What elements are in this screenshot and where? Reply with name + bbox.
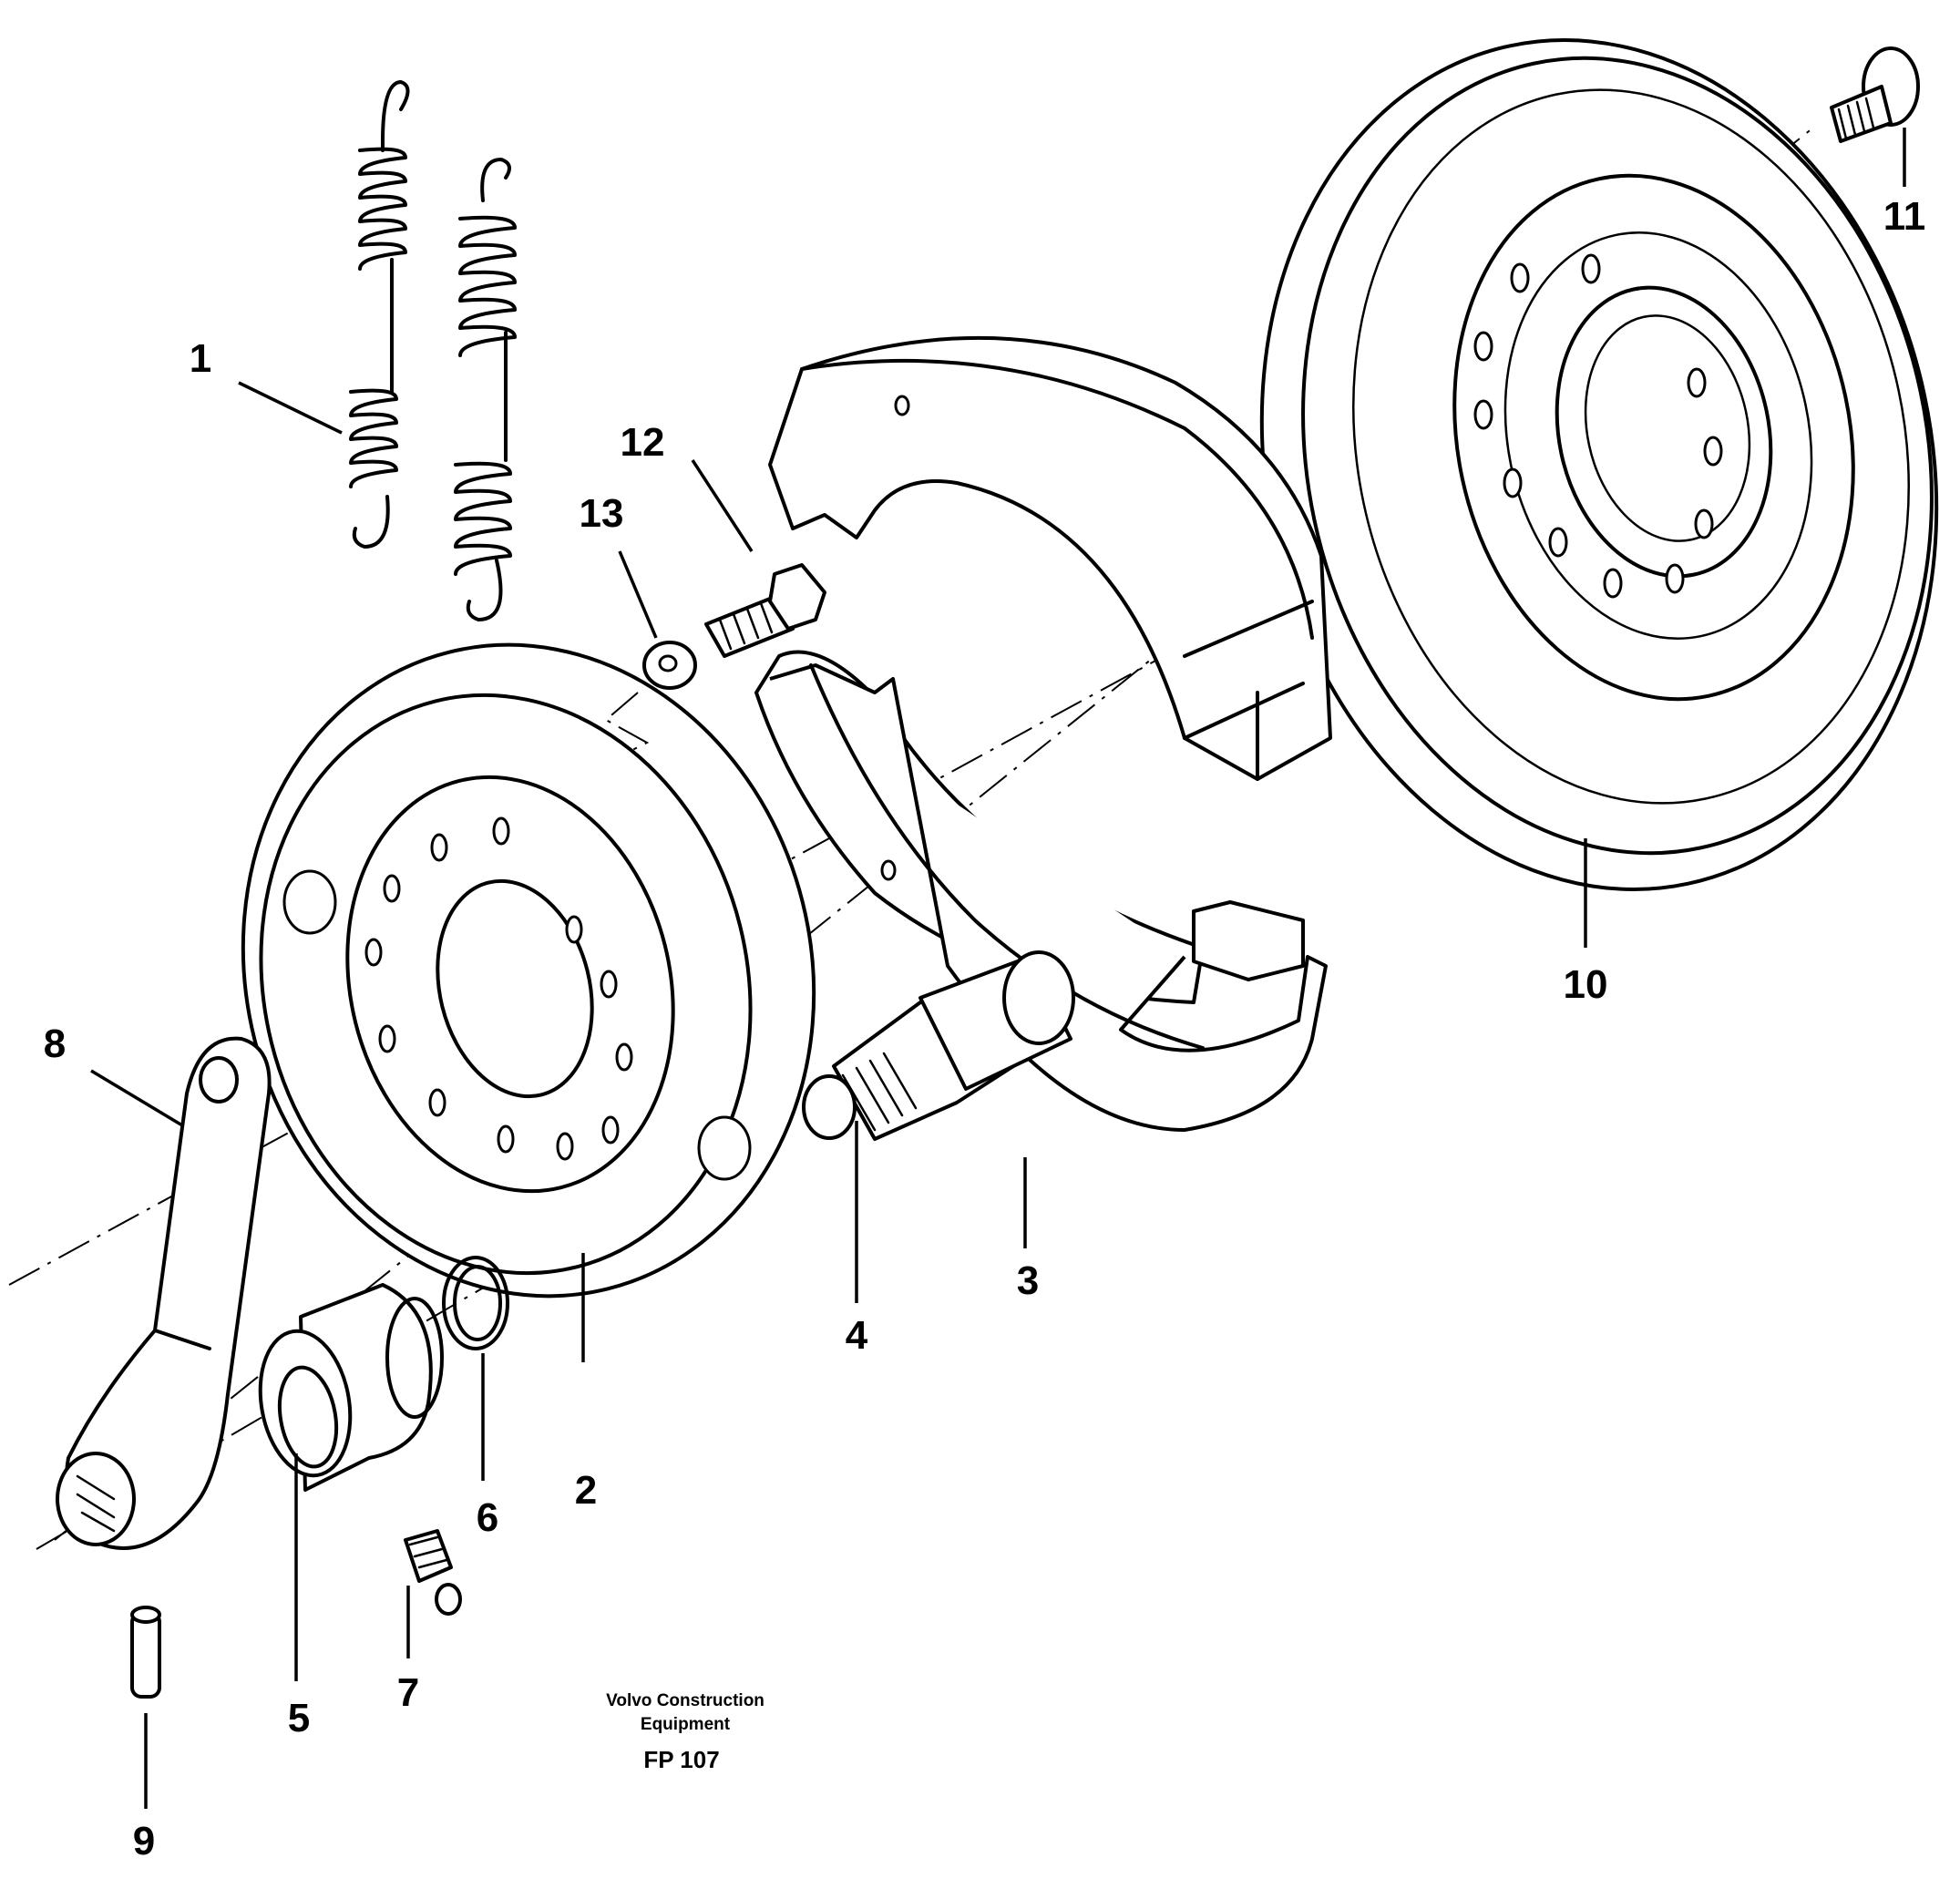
callout-8: 8 [44, 1021, 66, 1066]
callout-13: 13 [580, 491, 624, 536]
callout-2: 2 [575, 1468, 597, 1513]
credit-line-2: Equipment [641, 1715, 731, 1734]
callout-5: 5 [288, 1696, 310, 1740]
brake-shoe-lower [754, 650, 1328, 1132]
return-spring-right [454, 158, 517, 621]
callout-1: 1 [190, 336, 211, 381]
callout-7: 7 [397, 1670, 419, 1715]
drum-bolt-holes [1473, 253, 1723, 599]
grease-nipple [404, 1529, 462, 1616]
brake-lever [56, 1036, 272, 1550]
plate-bolt-holes [364, 816, 633, 1161]
o-ring [442, 1256, 509, 1350]
callout-12: 12 [621, 420, 665, 465]
brake-shoe-upper [768, 335, 1332, 781]
brake-cam [802, 950, 1075, 1141]
leader-lines [90, 128, 1906, 1809]
callout-6: 6 [477, 1495, 498, 1540]
washer-axis [604, 692, 650, 753]
drum-screw [1830, 46, 1920, 143]
credit-block: Volvo Construction Equipment FP 107 [606, 1691, 765, 1773]
figure-code: FP 107 [643, 1746, 719, 1773]
return-spring-left [349, 80, 410, 549]
callout-3: 3 [1017, 1258, 1039, 1303]
pin [130, 1606, 161, 1699]
callout-11: 11 [1883, 194, 1926, 239]
lock-washer [642, 641, 697, 690]
bushing [258, 1283, 444, 1492]
bolt [704, 563, 826, 658]
callout-4: 4 [846, 1313, 868, 1358]
callout-10: 10 [1564, 962, 1608, 1007]
anchor-plate [241, 642, 816, 1299]
brake-drum [1259, 38, 1939, 891]
callout-labels: 1 2 3 4 5 6 7 8 9 10 11 12 13 [44, 194, 1926, 1863]
callout-9: 9 [133, 1819, 155, 1863]
credit-line-1: Volvo Construction [606, 1691, 765, 1710]
